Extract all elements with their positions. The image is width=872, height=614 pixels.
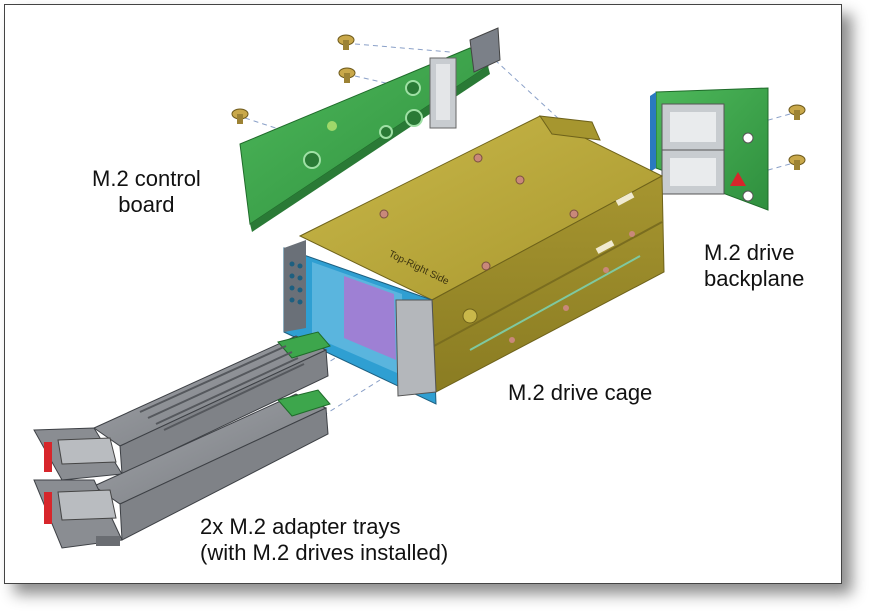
screw xyxy=(788,154,806,170)
drive-backplane xyxy=(650,87,769,211)
label-control-board-line2: board xyxy=(118,192,175,217)
label-adapter-trays-line1: 2x M.2 adapter trays xyxy=(200,514,401,539)
drive-cage: Top-Right Side xyxy=(283,115,665,405)
label-control-board: M.2 control board xyxy=(92,166,201,218)
screw xyxy=(788,104,806,120)
control-board xyxy=(239,27,501,232)
backplane-screws xyxy=(788,104,806,170)
label-control-board-line1: M.2 control xyxy=(92,166,201,191)
label-adapter-trays: 2x M.2 adapter trays (with M.2 drives in… xyxy=(200,514,448,566)
adapter-trays xyxy=(33,331,331,549)
screw xyxy=(337,34,355,50)
adapter-tray xyxy=(33,331,331,481)
control-board-screws xyxy=(231,34,356,124)
screw xyxy=(338,67,356,83)
label-drive-backplane: M.2 drive backplane xyxy=(704,240,804,292)
label-drive-cage: M.2 drive cage xyxy=(508,380,653,405)
adapter-tray xyxy=(33,389,331,549)
label-drive-backplane-line1: M.2 drive xyxy=(704,240,795,265)
screw xyxy=(231,108,249,124)
label-drive-backplane-line2: backplane xyxy=(704,266,805,291)
label-adapter-trays-line2: (with M.2 drives installed) xyxy=(200,540,449,565)
